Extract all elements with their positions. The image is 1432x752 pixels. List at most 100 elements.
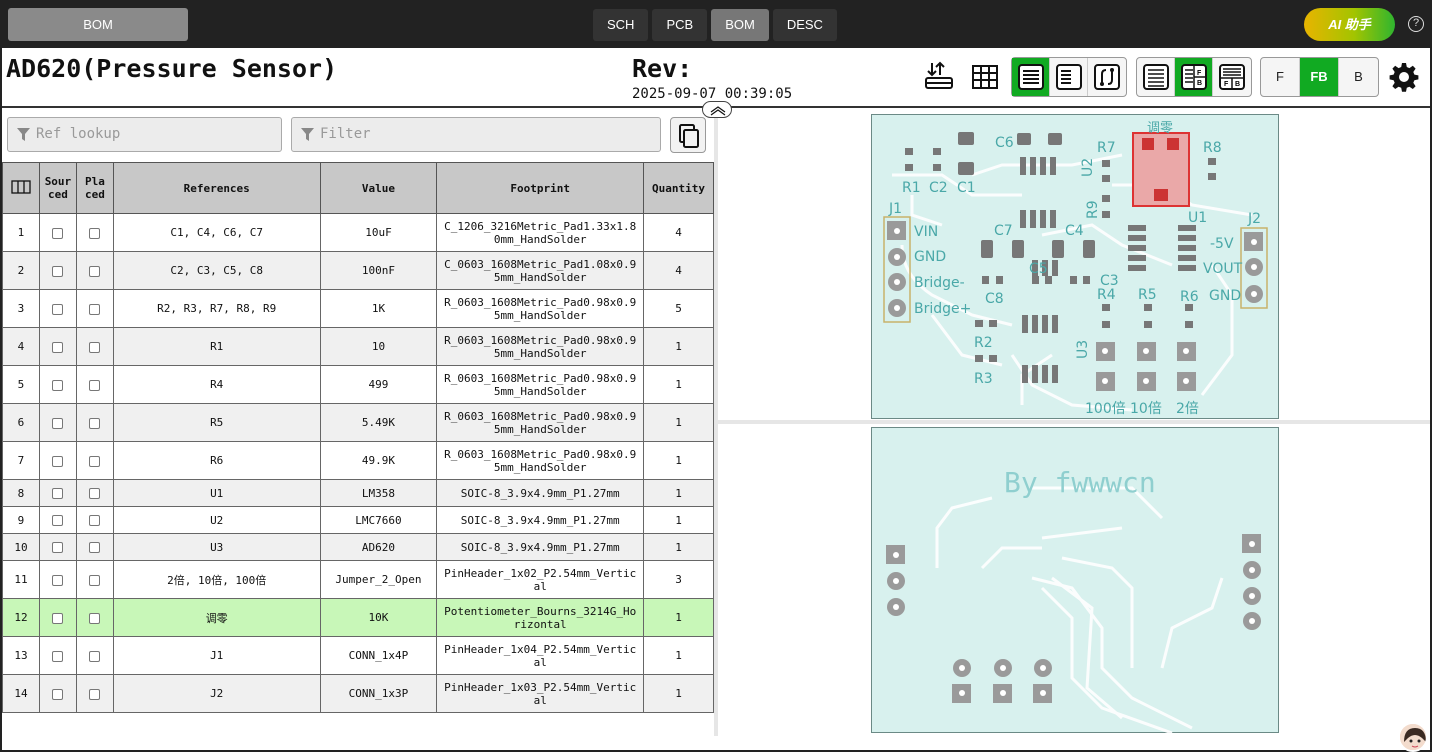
placed-checkbox[interactable] <box>89 488 101 499</box>
row-number: 2 <box>2 251 40 290</box>
row-references: J1 <box>112 636 321 675</box>
silk-r2: R2 <box>974 335 993 351</box>
silk-j2: J2 <box>1247 211 1261 227</box>
silk-c2: C2 <box>929 180 948 196</box>
bom-only-button[interactable] <box>1012 58 1050 96</box>
pcb-front-canvas: C6 R7 调零 R8 R1 C2 C1 U2 R9 U1 J1 J2 VIN … <box>883 121 1268 417</box>
pcb-back-view[interactable]: By fwwwcn <box>871 427 1279 735</box>
placed-checkbox[interactable] <box>89 650 101 662</box>
placed-checkbox[interactable] <box>89 515 101 526</box>
placed-checkbox[interactable] <box>89 265 101 277</box>
row-number: 14 <box>2 674 40 713</box>
layer-both-button[interactable]: FB <box>1300 58 1339 96</box>
nav-pcb-button[interactable]: PCB <box>652 9 708 41</box>
grid-icon[interactable] <box>968 60 1002 94</box>
sourced-checkbox[interactable] <box>52 488 64 499</box>
header-quantity[interactable]: Quantity <box>643 162 714 214</box>
row-quantity: 3 <box>643 560 714 599</box>
placed-checkbox[interactable] <box>89 688 101 700</box>
row-number: 3 <box>2 289 40 328</box>
nav-sch-button[interactable]: SCH <box>593 9 649 41</box>
layer-front-button[interactable]: F <box>1261 58 1300 96</box>
row-quantity: 4 <box>643 213 714 252</box>
sourced-checkbox[interactable] <box>52 455 64 467</box>
collapse-handle[interactable] <box>702 101 732 118</box>
column-selector[interactable] <box>2 162 40 214</box>
help-icon[interactable]: ? <box>1408 16 1424 32</box>
sourced-checkbox[interactable] <box>52 650 64 662</box>
silk-10x: 10倍 <box>1130 401 1162 417</box>
copy-button[interactable] <box>670 117 706 153</box>
sourced-checkbox[interactable] <box>52 417 64 429</box>
vertical-splitter[interactable] <box>714 108 718 736</box>
placed-checkbox[interactable] <box>89 303 101 315</box>
layout-list-button[interactable] <box>1137 58 1175 96</box>
avatar[interactable] <box>1398 722 1428 752</box>
placed-checkbox[interactable] <box>89 542 101 553</box>
sourced-checkbox[interactable] <box>52 688 64 700</box>
header-sourced[interactable]: Sourced <box>38 162 77 214</box>
sourced-checkbox[interactable] <box>52 515 64 526</box>
document-tab[interactable]: BOM <box>8 8 188 41</box>
sourced-checkbox[interactable] <box>52 574 64 586</box>
sourced-checkbox-cell <box>38 479 77 507</box>
filter-input[interactable]: Filter <box>291 117 661 152</box>
ai-assistant-button[interactable]: AI 助手 <box>1304 8 1395 41</box>
placed-checkbox[interactable] <box>89 227 101 239</box>
layer-back-button[interactable]: B <box>1354 69 1363 84</box>
row-footprint: R_0603_1608Metric_Pad0.98x0.95mm_HandSol… <box>436 365 644 404</box>
bom-table: Sourced Placed References Value Footprin… <box>2 162 714 713</box>
placed-checkbox-cell <box>75 365 114 404</box>
placed-checkbox[interactable] <box>89 379 101 391</box>
bom-left-right-button[interactable] <box>1050 58 1088 96</box>
row-footprint: PinHeader_1x03_P2.54mm_Vertical <box>436 674 644 713</box>
pcb-front-view[interactable]: C6 R7 调零 R8 R1 C2 C1 U2 R9 U1 J1 J2 VIN … <box>871 114 1279 419</box>
sourced-checkbox[interactable] <box>52 379 64 391</box>
header-references[interactable]: References <box>112 162 321 214</box>
nav-desc-button[interactable]: DESC <box>772 9 837 41</box>
placed-checkbox[interactable] <box>89 455 101 467</box>
horizontal-splitter[interactable] <box>718 420 1430 424</box>
sourced-checkbox-cell <box>38 327 77 366</box>
sourced-checkbox[interactable] <box>52 265 64 277</box>
bom-top-bottom-button[interactable] <box>1088 58 1126 96</box>
silk-gnd2: GND <box>1209 288 1241 304</box>
sourced-checkbox[interactable] <box>52 227 64 239</box>
sourced-checkbox[interactable] <box>52 542 64 553</box>
ref-lookup-input[interactable]: Ref lookup <box>7 117 282 152</box>
row-footprint-text: SOIC-8_3.9x4.9mm_P1.27mm <box>460 540 620 554</box>
highlight-upload-icon[interactable] <box>922 60 956 94</box>
placed-checkbox[interactable] <box>89 574 101 586</box>
nav-bom-button[interactable]: BOM <box>711 9 769 41</box>
sourced-checkbox[interactable] <box>52 303 64 315</box>
sourced-checkbox[interactable] <box>52 612 64 624</box>
sourced-checkbox[interactable] <box>52 341 64 353</box>
header-placed[interactable]: Placed <box>75 162 114 214</box>
silk-2x: 2倍 <box>1176 401 1199 417</box>
gear-icon[interactable] <box>1389 62 1419 92</box>
header-footprint[interactable]: Footprint <box>436 162 644 214</box>
bom-only-icon <box>1017 64 1044 90</box>
placed-checkbox[interactable] <box>89 341 101 353</box>
placed-checkbox[interactable] <box>89 612 101 624</box>
row-footprint: SOIC-8_3.9x4.9mm_P1.27mm <box>436 479 644 507</box>
header-value[interactable]: Value <box>319 162 438 214</box>
placed-checkbox[interactable] <box>89 417 101 429</box>
row-footprint-text: R_0603_1608Metric_Pad0.98x0.95mm_HandSol… <box>444 371 637 398</box>
